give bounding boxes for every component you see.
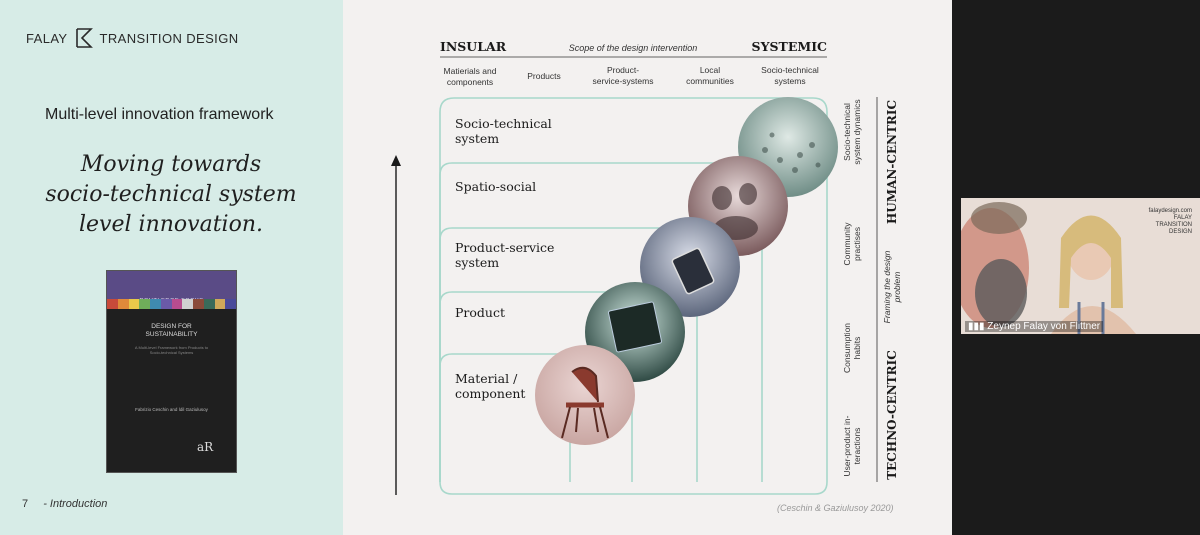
book-stripe <box>128 299 140 309</box>
participant-name-text: Zeynep Falay von Flittner <box>987 321 1101 332</box>
level-label: Spatio-social <box>455 179 536 194</box>
arrow-up-icon <box>391 155 401 166</box>
book-stripe <box>107 299 118 309</box>
book-title: DESIGN FOR SUSTAINABILITY <box>107 323 236 339</box>
headline-line: level innovation. <box>79 212 263 237</box>
book-cover: ROUTLEDGE FOCUS DESIGN FOR SUSTAINABILIT… <box>106 270 237 473</box>
book-stripe <box>203 299 215 309</box>
book-stripe <box>214 299 226 309</box>
book-stripe <box>139 299 150 309</box>
slide-subtitle: Multi-level innovation framework <box>45 106 274 123</box>
book-stripe <box>182 299 193 309</box>
side-label: Consumptionhabits <box>842 323 862 373</box>
brand-right-text: TRANSITION DESIGN <box>99 30 239 46</box>
level-label: Material /component <box>455 371 525 401</box>
book-subtitle-line: A Multi-level Framework from Products to <box>134 345 209 350</box>
citation: (Ceschin & Gaziulusoy 2020) <box>777 503 894 513</box>
video-watermark: falaydesign.com FALAY TRANSITION DESIGN <box>1149 208 1192 236</box>
framework-diagram: INSULAR Scope of the design intervention… <box>391 39 902 495</box>
book-subtitle-line: Socio-technical Systems <box>149 350 194 355</box>
scope-label: Scope of the design intervention <box>569 43 698 53</box>
side-label: User-product in-teractions <box>842 415 862 476</box>
tablet-shape <box>671 247 715 295</box>
techno-centric-label: TECHNO-CENTRIC <box>885 350 899 480</box>
video-feed <box>961 202 1136 334</box>
systemic-label: SYSTEMIC <box>752 39 827 54</box>
book-stripe <box>171 299 183 309</box>
participant-video-tile[interactable]: falaydesign.com FALAY TRANSITION DESIGN … <box>961 198 1200 334</box>
publisher-logo-icon: aR <box>197 440 214 454</box>
column-header: Product-service-systems <box>593 65 654 86</box>
book-stripe <box>193 299 204 309</box>
book-stripe <box>160 299 172 309</box>
headline-line: socio-technical system <box>45 182 297 207</box>
side-label: Communitypractises <box>842 222 862 266</box>
book-authors: Fabrizio Ceschin and İdil Gaziulusoy <box>135 407 208 412</box>
brand-logo-icon <box>75 28 93 48</box>
page-number: 7 <box>22 498 29 510</box>
watermark-line: FALAY <box>1173 215 1192 221</box>
column-header: Products <box>527 71 561 81</box>
book-subtitle: A Multi-level Framework from Products to… <box>107 345 236 355</box>
chair-icon <box>561 366 609 439</box>
book-title-line: SUSTAINABILITY <box>145 331 198 338</box>
book-series: ROUTLEDGE FOCUS <box>107 271 236 304</box>
book-stripe <box>150 299 161 309</box>
book-stripe <box>117 299 129 309</box>
book-stripes <box>107 299 236 309</box>
book-title-line: DESIGN FOR <box>151 323 192 330</box>
chair-photo <box>535 345 635 445</box>
slide-headline: Moving towards socio-technical system le… <box>36 150 306 240</box>
framing-label: Framing the designproblem <box>882 250 902 323</box>
side-label: Socio-technicalsystem dynamics <box>842 99 862 164</box>
human-centric-label: HUMAN-CENTRIC <box>885 100 899 224</box>
sketch-shape <box>608 301 662 353</box>
watermark-line: DESIGN <box>1168 229 1192 235</box>
insular-label: INSULAR <box>440 39 507 54</box>
brand-left-text: FALAY <box>26 30 68 46</box>
section-label: - Introduction <box>43 498 108 510</box>
signal-bars-icon: ▮▮▮ <box>968 321 988 332</box>
slide-footer: 7 - Introduction <box>22 498 107 510</box>
brand-header: FALAY TRANSITION DESIGN <box>26 27 239 49</box>
watermark-line: falaydesign.com <box>1148 208 1192 214</box>
participant-name: ▮▮▮ Zeynep Falay von Flittner <box>965 321 1104 332</box>
book-stripe <box>225 299 236 309</box>
level-label: Product <box>455 305 505 320</box>
watermark-line: TRANSITION <box>1155 222 1192 228</box>
headline-line: Moving towards <box>80 152 262 177</box>
